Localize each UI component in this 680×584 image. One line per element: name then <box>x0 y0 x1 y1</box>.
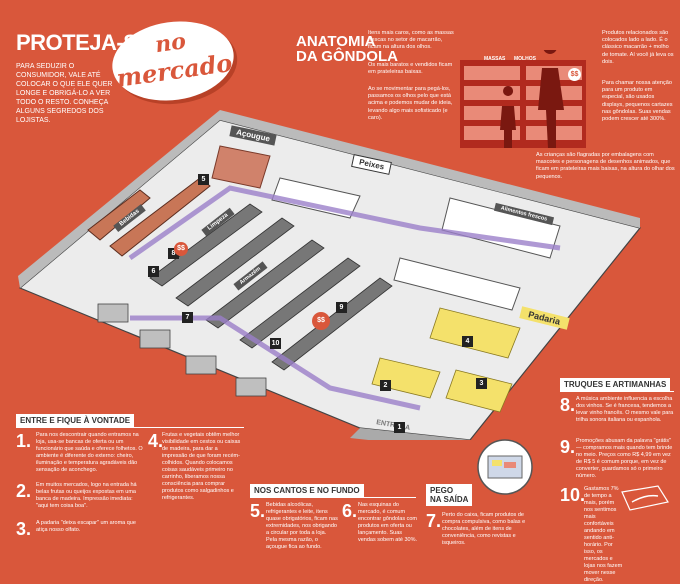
counterclockwise-arrow <box>631 494 659 503</box>
refrigerated-counter <box>393 257 521 311</box>
anatomy-title: ANATOMIA DA GÔNDOLA <box>296 34 398 64</box>
anatomy-note-related: Produtos relacionados são colocados lado… <box>602 30 674 65</box>
anatomy-note-children: As crianças são flagradas por embalagens… <box>536 152 675 180</box>
section-entry-heading: ENTRE E FIQUE À VONTADE <box>16 414 135 427</box>
cart-closeup-illustration <box>477 439 533 495</box>
shelf-label-molhos: MOLHOS <box>514 56 536 62</box>
tricks-item-8-number: 8. <box>560 395 576 415</box>
corners-item-6-number: 6. <box>342 501 358 521</box>
entry-item-4-number: 4. <box>148 431 164 451</box>
section-exit-heading: PEGO NA SAÍDA <box>426 484 473 506</box>
entry-item-2-text: Em muitos mercados, logo na entrada há b… <box>36 482 137 509</box>
cart-item-1 <box>492 460 502 466</box>
limpeza-shelf <box>109 177 211 257</box>
marker-5: 5 <box>198 174 209 185</box>
entry-item-3-number: 3. <box>16 519 32 539</box>
marker-6: 6 <box>148 266 159 277</box>
floor-sticker-2: $$ <box>312 312 330 330</box>
section-corners-heading: NOS CANTOS E NO FUNDO <box>250 484 364 497</box>
entry-edge <box>350 428 470 440</box>
wall-right <box>220 110 640 228</box>
tricks-item-10-number: 10. <box>560 485 586 505</box>
section-corners-divider <box>250 497 416 498</box>
headline-bubble: no mercado <box>107 13 239 109</box>
child-silhouette <box>500 86 516 148</box>
section-entry-divider <box>16 427 244 428</box>
marker-2: 2 <box>380 380 391 391</box>
tricks-item-9-number: 9. <box>560 437 576 457</box>
shopper-silhouette <box>538 50 564 148</box>
marker-7: 7 <box>182 312 193 323</box>
anatomy-note-browsing: Ao se movimentar para pegá-los, passamos… <box>368 86 453 121</box>
corners-item-5-text: Bebidas alcoólicas, refrigerantes e leit… <box>266 502 338 550</box>
gondola-illustration <box>460 50 586 148</box>
store-floor-plan <box>18 110 642 440</box>
price-sticker: $$ <box>568 68 581 81</box>
entry-item-4-text: Frutas e vegetais obtêm melhor visibilid… <box>162 432 241 501</box>
acougue-counter <box>211 145 271 189</box>
shelf-label-massas: MASSAS <box>484 56 506 62</box>
section-tricks-divider <box>560 391 674 392</box>
intro-text: PARA SEDUZIR O CONSUMIDOR, VALE ATÉ COLO… <box>16 63 113 124</box>
anatomy-note-low-shelf: Os mais baratos e vendidos ficam em prat… <box>368 62 453 76</box>
counterclockwise-diagram <box>621 485 669 511</box>
entry-item-3-text: A padaria "deixa escapar" um aroma que a… <box>36 520 136 533</box>
marker-10: 10 <box>270 338 281 349</box>
aisle-shelves <box>149 203 393 371</box>
exit-item-7-text: Perto do caixa, ficam produtos de compra… <box>442 512 526 546</box>
anatomy-title-line-2: DA GÔNDOLA <box>296 48 398 65</box>
entry-item-2-number: 2. <box>16 481 32 501</box>
anatomy-note-displays: Para chamar nossa atenção para um produt… <box>602 80 673 123</box>
marker-9: 9 <box>336 302 347 313</box>
section-exit-heading-line-1: PEGO <box>430 486 454 495</box>
customer-flow-arrows <box>128 185 561 411</box>
corners-item-6-text: Nas esquinas do mercado, é comum encontr… <box>358 502 418 543</box>
entry-item-1-text: Para nos descontrair quando entramos na … <box>36 432 143 473</box>
checkout-area <box>97 303 267 397</box>
marker-8: 8 <box>168 248 179 259</box>
marker-3: 3 <box>476 378 487 389</box>
tricks-item-9-text: Promoções abusam da palavra "grátis" — c… <box>576 438 673 479</box>
wall-left <box>18 110 220 288</box>
marker-4: 4 <box>462 336 473 347</box>
cart-item-2 <box>504 462 516 468</box>
entry-item-1-number: 1. <box>16 431 32 451</box>
exit-item-7-number: 7. <box>426 511 442 531</box>
tricks-item-8-text: A música ambiente influencia a escolha d… <box>576 396 674 423</box>
peixes-counter <box>271 177 361 219</box>
bebidas-shelf <box>87 189 151 241</box>
corners-item-5-number: 5. <box>250 501 266 521</box>
floor-sticker-1: $$ <box>174 242 188 256</box>
section-exit-heading-line-2: NA SAÍDA <box>430 495 469 504</box>
marker-1: 1 <box>394 422 405 433</box>
anatomy-note-eye-level: Itens mais caros, como as massas frescas… <box>368 30 454 51</box>
anatomy-title-line-1: ANATOMIA <box>296 33 376 50</box>
section-tricks-heading: TRUQUES E ARTIMANHAS <box>560 378 671 391</box>
store-outline <box>621 485 669 511</box>
